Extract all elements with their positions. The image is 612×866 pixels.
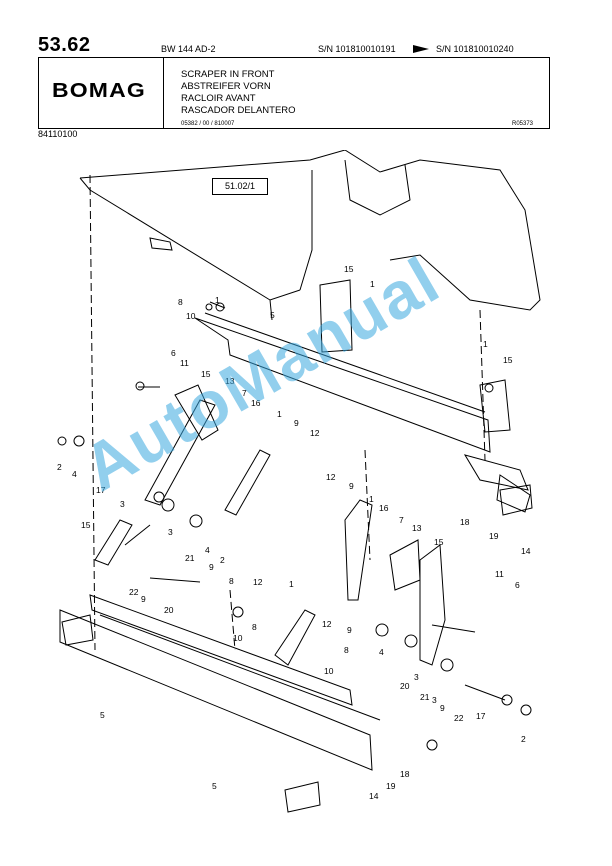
callout: 4 <box>205 545 210 555</box>
callout: 16 <box>251 398 261 408</box>
callout: 21 <box>420 692 430 702</box>
callout: 12 <box>326 472 336 482</box>
callout: 9 <box>349 481 354 491</box>
brand-logo: BOMAG <box>52 80 146 102</box>
machine-model: BW 144 AD-2 <box>161 44 216 54</box>
callout: 19 <box>386 781 396 791</box>
callout: 2 <box>521 734 526 744</box>
callout: 14 <box>369 791 379 801</box>
callout: 1 <box>483 339 488 349</box>
exploded-diagram: 1 1 1 1 1 1 2 2 2 3 3 3 3 4 4 4 5 5 5 6 … <box>57 150 541 813</box>
callout: 8 <box>344 645 349 655</box>
callout: 8 <box>229 576 234 586</box>
callout: 12 <box>310 428 320 438</box>
header-box <box>38 57 550 129</box>
callout: 15 <box>434 537 444 547</box>
arrow-right-icon <box>413 45 429 53</box>
callout: 20 <box>400 681 410 691</box>
callout: 9 <box>141 594 146 604</box>
header-divider <box>163 57 164 129</box>
callout: 2 <box>57 462 62 472</box>
callout: 11 <box>180 358 189 368</box>
callout: 15 <box>81 520 91 530</box>
document-code: 05382 / 00 / 810007 <box>181 121 235 127</box>
callout: 11 <box>495 569 504 579</box>
title-es: RASCADOR DELANTERO <box>181 105 296 116</box>
serial-from: S/N 101810010191 <box>318 44 396 54</box>
callout: 15 <box>201 369 211 379</box>
callout: 20 <box>164 605 174 615</box>
callout: 2 <box>220 555 225 565</box>
callout: 9 <box>440 703 445 713</box>
callout: 10 <box>324 666 334 676</box>
callout: 16 <box>379 503 389 513</box>
callout: 5 <box>212 781 217 791</box>
callout: 13 <box>412 523 422 533</box>
callout: 5 <box>270 310 275 320</box>
callout: 8 <box>178 297 183 307</box>
callout: 17 <box>476 711 486 721</box>
serial-to: S/N 101810010240 <box>436 44 514 54</box>
callout: 4 <box>72 469 77 479</box>
callout: 9 <box>347 625 352 635</box>
callout: 3 <box>414 672 419 682</box>
callout: 12 <box>322 619 332 629</box>
callout: 6 <box>171 348 176 358</box>
callout: 7 <box>242 388 247 398</box>
callout: 1 <box>215 295 220 305</box>
callout: 7 <box>399 515 404 525</box>
callout: 21 <box>185 553 195 563</box>
callout: 1 <box>289 579 294 589</box>
callout: 22 <box>129 587 139 597</box>
title-de: ABSTREIFER VORN <box>181 81 271 92</box>
callout: 3 <box>432 695 437 705</box>
part-number: 84110100 <box>38 129 78 139</box>
callout: 18 <box>400 769 410 779</box>
callout: 10 <box>186 311 196 321</box>
callout: 1 <box>369 494 374 504</box>
callout: 5 <box>100 710 105 720</box>
callout: 15 <box>344 264 354 274</box>
reference-code: R05373 <box>512 121 534 127</box>
callout: 15 <box>503 355 513 365</box>
callout: 10 <box>233 633 243 643</box>
title-en: SCRAPER IN FRONT <box>181 69 275 80</box>
reference-box: 51.02/1 <box>212 178 268 195</box>
callout: 18 <box>460 517 470 527</box>
callout: 9 <box>294 418 299 428</box>
callout: 6 <box>515 580 520 590</box>
callout: 1 <box>277 409 282 419</box>
callout: 9 <box>209 562 214 572</box>
callout-labels: 1 1 1 1 1 1 2 2 2 3 3 3 3 4 4 4 5 5 5 6 … <box>57 264 531 801</box>
callout: 22 <box>454 713 464 723</box>
page-number: 53.62 <box>38 34 91 56</box>
callout: 14 <box>521 546 531 556</box>
callout: 17 <box>96 485 106 495</box>
callout: 12 <box>253 577 263 587</box>
title-fr: RACLOIR AVANT <box>181 93 256 104</box>
callout: 3 <box>120 499 125 509</box>
callout: 3 <box>168 527 173 537</box>
callout: 13 <box>225 376 235 386</box>
callout: 19 <box>489 531 499 541</box>
callout: 8 <box>252 622 257 632</box>
callout: 1 <box>370 279 375 289</box>
callout: 4 <box>379 647 384 657</box>
